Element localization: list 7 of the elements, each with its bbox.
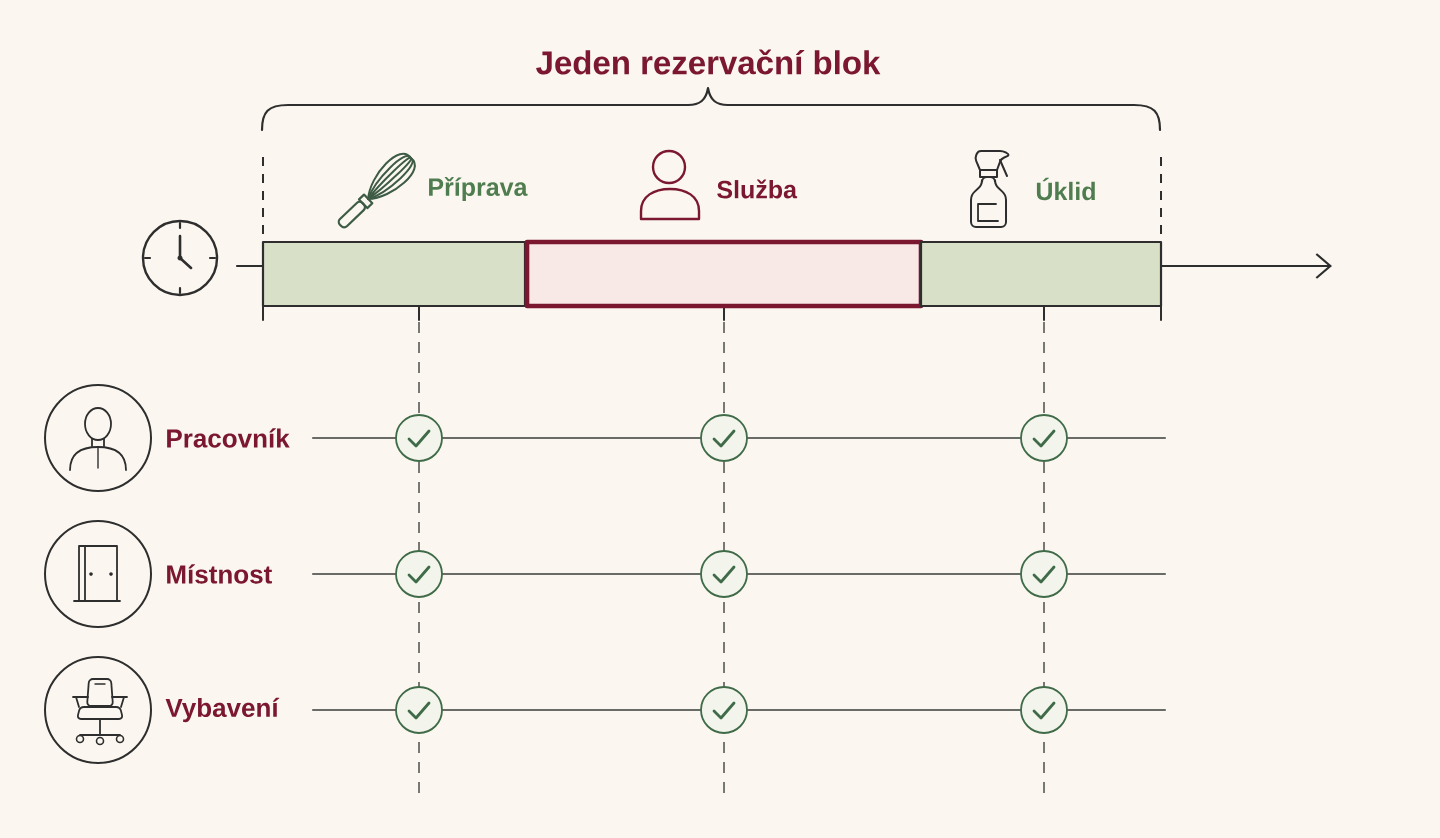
row-label: Místnost: [167, 564, 272, 584]
phase-label: Služba: [717, 179, 798, 199]
phase-label: Příprava: [429, 177, 528, 201]
phase-label: Úklid: [1036, 177, 1095, 201]
title: Jeden rezervační blok: [536, 49, 881, 75]
row-label: Vybavení: [165, 697, 280, 723]
row-label: Pracovník: [167, 428, 290, 448]
